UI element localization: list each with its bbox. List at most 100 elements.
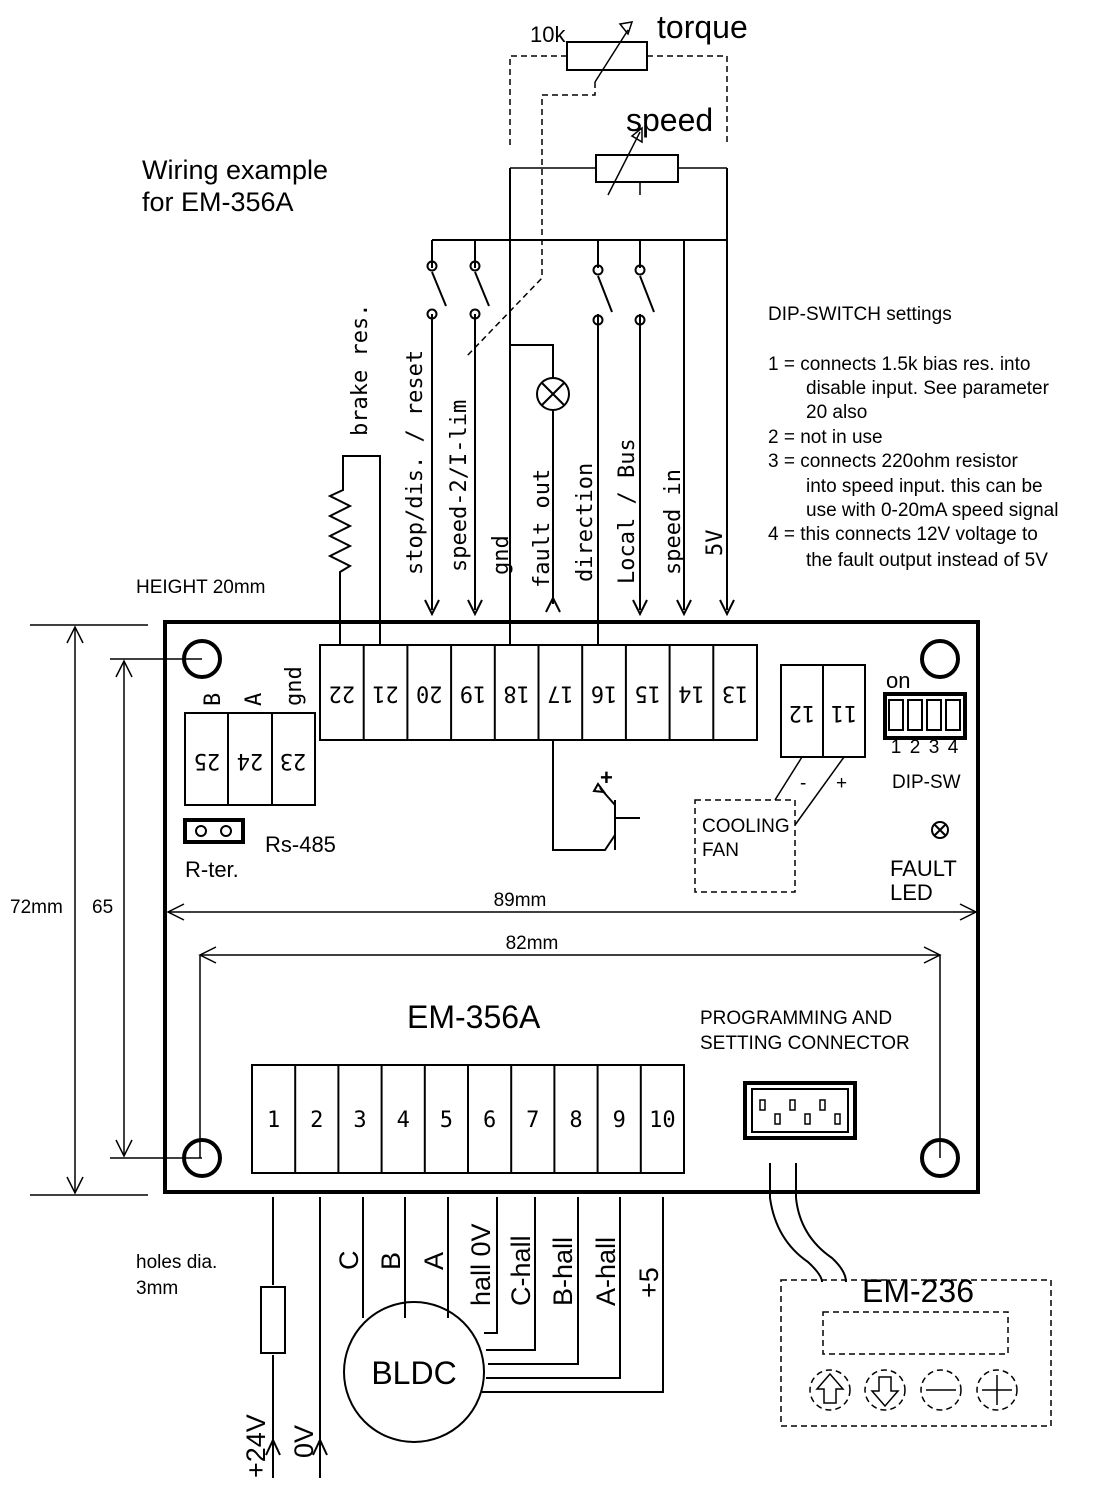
- bottom-terminal-3: 3: [353, 1108, 366, 1133]
- dip-settings-heading: DIP-SWITCH settings: [768, 304, 952, 325]
- termination-jumper: [183, 818, 245, 844]
- switch-bus-wiring: [431, 168, 728, 645]
- rs485-label-gnd: gnd: [282, 666, 307, 706]
- torque-dashed-wiring: [464, 55, 728, 359]
- fan-minus: -: [800, 773, 806, 794]
- programming-cable: [769, 1163, 847, 1283]
- dip-note-3c: use with 0-20mA speed signal: [806, 500, 1058, 521]
- dip-slot-4: [945, 699, 961, 731]
- motor-signal-labels: C B A hall 0V C-hall B-hall A-hall +5: [334, 1223, 664, 1306]
- dim-65: 65: [92, 897, 113, 918]
- label-local-bus: Local / Bus: [615, 438, 640, 584]
- top-terminal-19: 19: [460, 681, 487, 706]
- rter-label: R-ter.: [185, 857, 239, 882]
- label-plus-5: +5: [634, 1267, 664, 1298]
- width-dimension-82: [198, 946, 942, 1158]
- fan-wires: [774, 756, 845, 826]
- motor-label: BLDC: [371, 1355, 456, 1391]
- bottom-terminal-4: 4: [397, 1108, 410, 1133]
- board-name: EM-356A: [407, 999, 541, 1035]
- fault-transistor: [552, 740, 640, 851]
- dip-settings-notes: DIP-SWITCH settings 1 = connects 1.5k bi…: [768, 304, 1058, 571]
- panel-minus-button-icon: [920, 1369, 962, 1411]
- torque-pot-label: torque: [657, 9, 748, 45]
- dip-note-3a: 3 = connects 220ohm resistor: [768, 451, 1018, 472]
- label-speed2-ilim: speed-2/I-lim: [447, 400, 472, 572]
- dip-note-3b: into speed input. this can be: [806, 476, 1043, 497]
- fault-led: [931, 821, 949, 839]
- dip-note-4b: the fault output instead of 5V: [806, 550, 1048, 571]
- transistor-arrow: [592, 782, 607, 794]
- em236-panel: EM-236: [780, 1273, 1052, 1427]
- power-fuse: [260, 1286, 286, 1354]
- label-brake-res: brake res.: [348, 304, 373, 436]
- rs485-label-a: A: [242, 693, 267, 706]
- label-plus-24v: +24V: [241, 1414, 271, 1478]
- top-terminal-16: 16: [591, 681, 618, 706]
- dip-label: DIP-SW: [892, 772, 961, 793]
- dip-slot-3: [926, 699, 942, 731]
- label-gnd-top: gnd: [489, 535, 514, 575]
- dim-89mm: 89mm: [494, 890, 547, 911]
- dip-number-3: 3: [929, 737, 940, 758]
- holes-label-1: holes dia.: [136, 1252, 217, 1273]
- panel-up-button-icon: [809, 1369, 851, 1411]
- fan-label-1: COOLING: [702, 816, 790, 837]
- dim-72mm: 72mm: [10, 897, 63, 918]
- cooling-fan: [694, 799, 796, 893]
- top-terminal-18: 18: [503, 681, 530, 706]
- speed-pot-label: speed: [626, 102, 713, 138]
- title-line1: Wiring example: [142, 155, 328, 185]
- speed2-switch: [469, 260, 490, 320]
- label-c-hall: C-hall: [506, 1235, 536, 1306]
- dip-number-4: 4: [948, 737, 959, 758]
- title-line2: for EM-356A: [142, 187, 294, 217]
- programming-connector: [743, 1081, 857, 1140]
- dip-on-label: on: [886, 668, 910, 693]
- torque-potentiometer: 10k torque: [530, 9, 748, 83]
- power-input-arrows: [265, 1437, 328, 1456]
- prog-label-1: PROGRAMMING AND: [700, 1008, 892, 1029]
- rs485-label-b: B: [201, 693, 226, 706]
- bottom-terminal-1: 1: [267, 1108, 280, 1133]
- panel-display: [822, 1311, 1009, 1355]
- rs485-label: Rs-485: [265, 832, 336, 857]
- fault-lamp: [536, 377, 570, 411]
- prog-label-2: SETTING CONNECTOR: [700, 1033, 910, 1054]
- label-stop-reset: stop/dis. / reset: [403, 350, 428, 575]
- label-5v: 5V: [703, 530, 728, 557]
- bottom-terminal-9: 9: [613, 1108, 626, 1133]
- top-terminal-17: 17: [547, 681, 574, 706]
- dim-82mm: 82mm: [506, 933, 559, 954]
- speed-pot-rails: [510, 167, 727, 195]
- speed-potentiometer: speed: [595, 102, 713, 196]
- label-direction: direction: [573, 463, 598, 582]
- top-signal-labels: brake res. stop/dis. / reset speed-2/I-l…: [348, 304, 728, 588]
- top-terminal-20: 20: [416, 681, 443, 706]
- bottom-terminal-10: 10: [649, 1108, 676, 1133]
- fan-plus: +: [836, 773, 847, 794]
- label-phase-b: B: [376, 1252, 406, 1270]
- rs485-terminal-23: 23: [280, 748, 307, 773]
- fan-terminal-12: 12: [789, 700, 816, 725]
- panel-down-button-icon: [864, 1369, 906, 1411]
- torque-pot-value: 10k: [530, 22, 566, 47]
- rs485-terminal-25: 25: [194, 748, 221, 773]
- holes-label-2: 3mm: [136, 1278, 178, 1299]
- label-a-hall: A-hall: [591, 1237, 621, 1306]
- bottom-terminal-8: 8: [569, 1108, 582, 1133]
- width-dimension-89: [166, 903, 978, 921]
- dip-note-1b: disable input. See parameter: [806, 378, 1050, 399]
- dip-note-1a: 1 = connects 1.5k bias res. into: [768, 354, 1030, 375]
- panel-plus-button-icon: [976, 1369, 1018, 1411]
- dip-note-1c: 20 also: [806, 402, 867, 423]
- top-terminal-13: 13: [722, 681, 749, 706]
- direction-switch: [592, 264, 613, 326]
- stop-switch: [426, 260, 447, 320]
- height-note: HEIGHT 20mm: [136, 577, 266, 598]
- dip-slot-1: [888, 699, 904, 731]
- panel-name: EM-236: [862, 1273, 974, 1309]
